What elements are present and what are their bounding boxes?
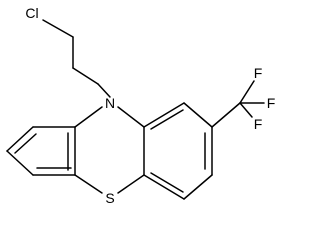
bond-right-ring-2: [183, 102, 213, 128]
atom-label-s: S: [105, 190, 114, 206]
bond-c-f-top: [239, 80, 255, 104]
bond-right-ring-5-inner: [150, 172, 184, 193]
bond-right-ring-5: [143, 174, 185, 200]
atom-label-f-bottom: F: [254, 116, 263, 132]
bond-right-ring-1-inner: [150, 109, 184, 130]
bond-ring-cf3: [211, 102, 241, 128]
bond-c5a-s: [74, 174, 103, 194]
bond-left-ring-2-inner: [14, 133, 37, 154]
atom-labels: Cl N S F F F: [25, 5, 275, 206]
chemical-structure-diagram: Cl N S F F F: [6, 5, 275, 206]
atom-label-n: N: [105, 95, 115, 111]
bond-c9a-s: [117, 174, 145, 194]
bond-right-ring-1: [143, 102, 185, 128]
bond-c2-c3: [72, 67, 99, 85]
bond-c3-n: [97, 83, 111, 98]
atom-label-f-right: F: [267, 95, 276, 111]
atom-label-f-top: F: [254, 65, 263, 81]
atom-label-cl: Cl: [25, 5, 38, 21]
bond-right-ring-4: [183, 174, 213, 200]
bond-left-ring-2: [6, 126, 34, 152]
bond-cl-c1: [42, 19, 74, 38]
bonds: [6, 19, 265, 200]
bond-left-ring-3: [6, 150, 34, 176]
bond-n-c4a: [74, 106, 103, 128]
bond-n-c10a: [117, 106, 145, 128]
bond-c-f-bottom: [239, 102, 253, 118]
